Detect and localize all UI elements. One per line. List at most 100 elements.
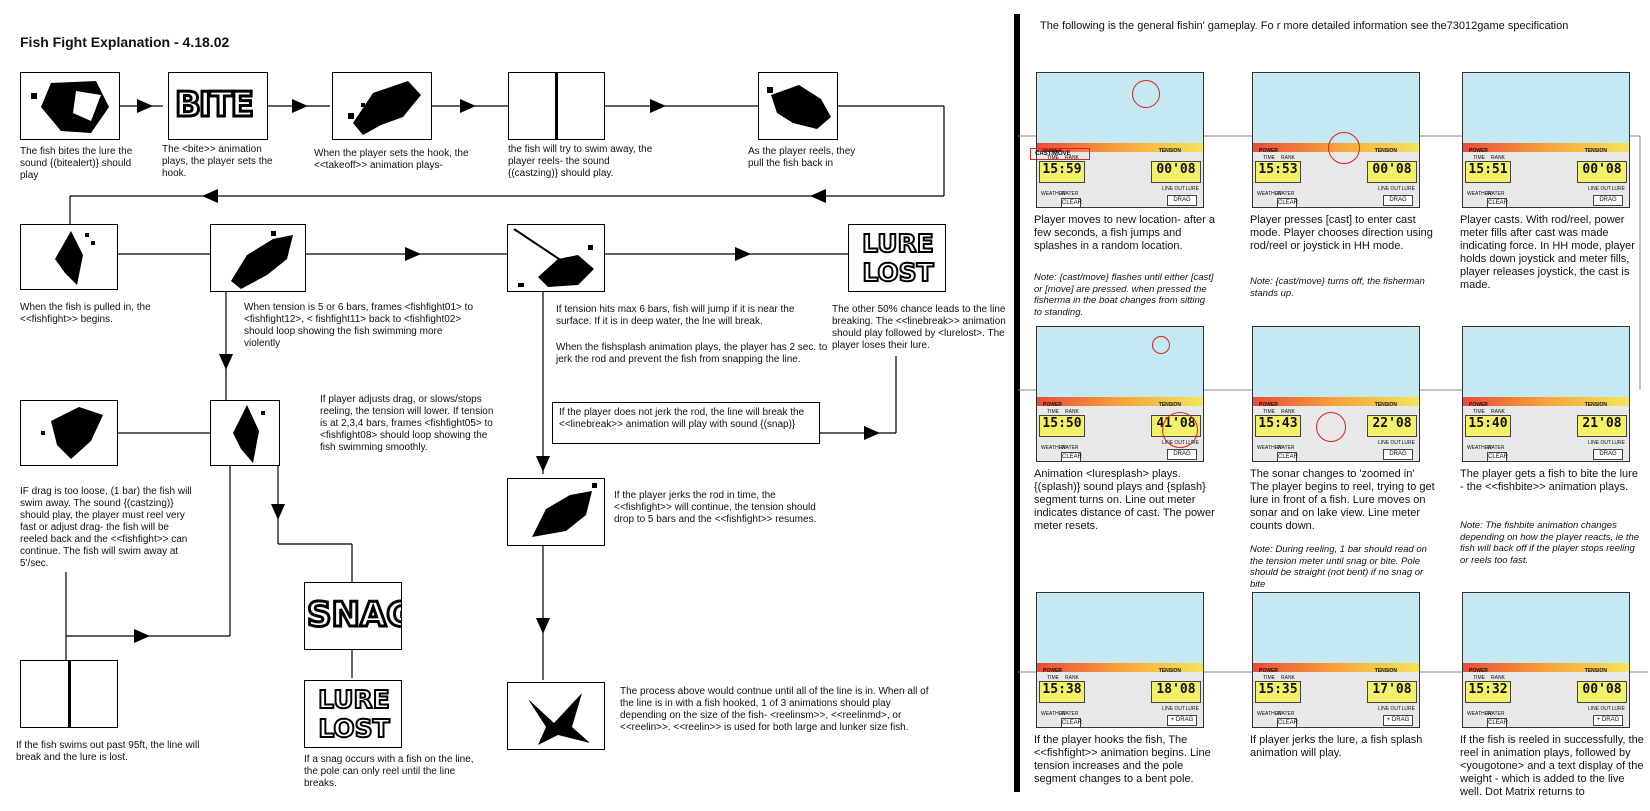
- line-out-label: LINE OUT: [1377, 185, 1401, 192]
- power-label: POWER: [1469, 148, 1488, 155]
- panel-caption-1: Player moves to new location- after a fe…: [1034, 214, 1215, 252]
- time-display: 15:40: [1465, 415, 1511, 438]
- power-label: POWER: [1259, 402, 1278, 409]
- power-meter: [1037, 662, 1203, 673]
- line-out-label: LINE OUT: [1587, 705, 1611, 712]
- clear-button[interactable]: CLEAR: [1277, 717, 1299, 727]
- drag-button[interactable]: DRAG: [1383, 448, 1413, 460]
- tension-label: TENSION: [1158, 148, 1181, 155]
- clear-button[interactable]: CLEAR: [1061, 197, 1083, 207]
- tension-label: TENSION: [1158, 668, 1181, 675]
- panel-caption-3: Player casts. With rod/reel, power meter…: [1460, 214, 1635, 291]
- highlight-circle: [1316, 412, 1346, 442]
- swim-away-fast-frame: [20, 400, 118, 466]
- weather-label: WEATHER: [1257, 444, 1282, 451]
- clear-button[interactable]: CLEAR: [1487, 197, 1509, 207]
- lure-lost-frame-1: LURE LOST: [848, 224, 946, 292]
- jerk-in-time-frame: [507, 478, 605, 546]
- caption-reel: As the player reels, they pull the fish …: [748, 146, 856, 169]
- panel-caption-4: Animation <luresplash> plays. {(splash)}…: [1034, 468, 1215, 532]
- drag-button[interactable]: DRAG: [1167, 194, 1197, 206]
- time-value: 15:35: [1258, 682, 1298, 698]
- caption-takeoff: When the player sets the hook, the <<tak…: [314, 148, 469, 171]
- line-sprite: [555, 73, 558, 139]
- reelin-sprite: [528, 693, 590, 745]
- flow-connectors: [65, 99, 945, 680]
- swim-away-frame: [508, 72, 605, 140]
- drag-button[interactable]: + DRAG: [1167, 714, 1197, 726]
- gameplay-intro: The following is the general fishin' gam…: [1040, 20, 1569, 32]
- bite-word: BITE: [174, 84, 256, 127]
- clear-button[interactable]: CLEAR: [1061, 717, 1083, 727]
- jerk-in-time-sprite: [532, 483, 597, 537]
- line-out-value: 18'08: [1156, 682, 1196, 698]
- panel-caption-2: Player presses [cast] to enter cast mode…: [1250, 214, 1433, 252]
- drag-button[interactable]: + DRAG: [1383, 714, 1413, 726]
- drag-button[interactable]: DRAG: [1593, 448, 1623, 460]
- clear-button[interactable]: CLEAR: [1277, 451, 1299, 461]
- drag-button[interactable]: DRAG: [1593, 194, 1623, 206]
- clear-button[interactable]: CLEAR: [1061, 451, 1083, 461]
- time-label: TIME: [1047, 674, 1059, 681]
- power-meter: [1037, 396, 1203, 407]
- time-display: 15:53: [1255, 161, 1301, 184]
- water-label: WATER: [1277, 444, 1295, 451]
- power-label: POWER: [1469, 402, 1488, 409]
- water-label: WATER: [1061, 190, 1079, 197]
- line-out-value: 00'08: [1372, 162, 1412, 178]
- power-label: POWER: [1259, 148, 1278, 155]
- water-label: WATER: [1061, 444, 1079, 451]
- clear-button[interactable]: CLEAR: [1277, 197, 1299, 207]
- caption-bite-anim: The <bite>> animation plays, the player …: [162, 144, 273, 179]
- drag-button[interactable]: + DRAG: [1593, 714, 1623, 726]
- no-jerk-box: If the player does not jerk the rod, the…: [552, 402, 820, 444]
- fishfight-violent-frame: [210, 224, 306, 292]
- tension-label: TENSION: [1374, 402, 1397, 409]
- section-divider: [1014, 14, 1020, 792]
- caption-bite: The fish bites the lure the sound {(bite…: [20, 146, 133, 181]
- power-meter: [1037, 142, 1203, 153]
- line-break-frame: [20, 660, 118, 728]
- fishfight-start-frame: [20, 224, 118, 290]
- caption-max-tension: If tension hits max 6 bars, fish will ju…: [556, 304, 795, 327]
- line-out-label: LINE OUT: [1161, 705, 1185, 712]
- time-display: 15:59: [1039, 161, 1085, 184]
- time-label: TIME: [1473, 408, 1485, 415]
- line-out-value: 22'08: [1372, 416, 1412, 432]
- caption-jerk-in-time: If the player jerks the rod in time, the…: [614, 490, 817, 525]
- drag-button[interactable]: DRAG: [1167, 448, 1197, 460]
- lure-label: LURE: [1185, 705, 1199, 712]
- reelin-frame: [507, 682, 605, 750]
- fishfight-smooth-sprite: [233, 405, 265, 463]
- drag-button[interactable]: DRAG: [1383, 194, 1413, 206]
- time-display: 15:38: [1039, 681, 1085, 704]
- lake-view: [1037, 327, 1203, 397]
- caption-line-lost: If the fish swims out past 95ft, the lin…: [16, 740, 200, 763]
- lake-view: [1463, 73, 1629, 143]
- panel-caption-7: If the player hooks the fish, The <<fish…: [1034, 734, 1211, 785]
- lure-lost-frame-2: LURE LOST: [304, 680, 402, 748]
- line-out-label: LINE OUT: [1377, 705, 1401, 712]
- water-label: WATER: [1061, 710, 1079, 717]
- clear-button[interactable]: CLEAR: [1487, 717, 1509, 727]
- lure-label: LURE: [1401, 185, 1415, 192]
- lure-lost-word-1: LURE LOST: [861, 228, 935, 288]
- weather-label: WEATHER: [1467, 710, 1492, 717]
- line-out-display: 00'08: [1577, 161, 1627, 184]
- highlight-circle: [1162, 412, 1198, 448]
- time-display: 15:50: [1039, 415, 1085, 438]
- time-value: 15:43: [1258, 416, 1298, 432]
- time-label: TIME: [1047, 408, 1059, 415]
- line-out-value: 21'08: [1582, 416, 1622, 432]
- power-label: POWER: [1043, 402, 1062, 409]
- caption-fishfight-begins: When the fish is pulled in, the <<fishfi…: [20, 302, 151, 325]
- rank-label: RANK: [1065, 154, 1079, 161]
- power-meter: [1463, 396, 1629, 407]
- weather-label: WEATHER: [1257, 190, 1282, 197]
- time-display: 15:43: [1255, 415, 1301, 438]
- clear-button[interactable]: CLEAR: [1487, 451, 1509, 461]
